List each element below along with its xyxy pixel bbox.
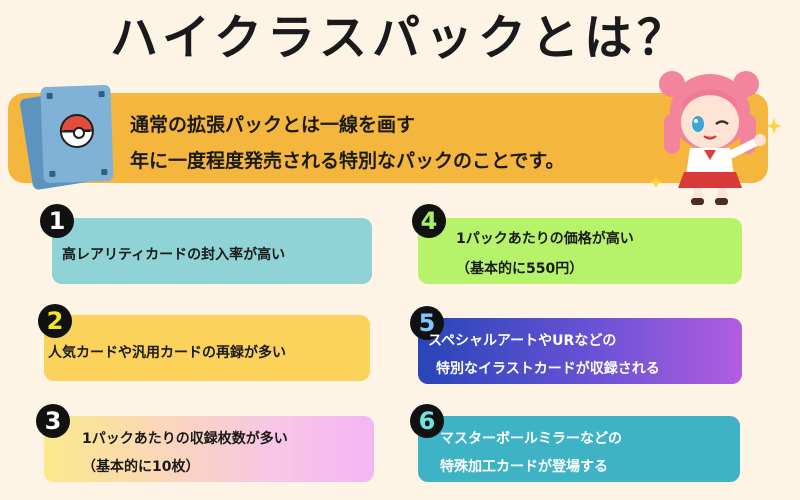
page-title: ハイクラスパックとは？ [109, 10, 691, 66]
card-front-icon [40, 84, 114, 184]
sparkle-icon [766, 118, 782, 134]
feature-box-1 [52, 218, 372, 284]
feature-box-4 [418, 218, 742, 284]
sparkle-icon [650, 176, 662, 188]
feature-number-2: 2 [38, 304, 72, 338]
mascot-hand [754, 134, 766, 146]
feature-text-5b: 特別なイラストカードが収録される [436, 361, 660, 377]
mascot-shirt [686, 148, 734, 176]
mascot-eye-shine [694, 119, 698, 123]
mascot-wink-eye [715, 120, 729, 126]
mascot-bangs [682, 89, 738, 108]
feature-box-6 [418, 416, 740, 482]
feature-number-6: 6 [410, 404, 444, 438]
feature-box-3 [44, 416, 374, 482]
mascot-leg [694, 188, 702, 200]
feature-text-1a: 高レアリティカードの封入率が高い [62, 247, 286, 263]
card-corner-dot [46, 92, 53, 100]
card-pack-icon [19, 80, 116, 191]
feature-text-5a: スペシャルアートやURなどの [428, 333, 617, 349]
feature-box-2 [44, 315, 370, 381]
feature-box-5 [418, 318, 742, 384]
mascot-hair-side [664, 114, 680, 154]
card-corner-dot [49, 170, 56, 177]
mascot-mouth [703, 135, 717, 140]
mascot-ribbon [704, 150, 716, 160]
mascot-shoe [715, 198, 728, 205]
feature-text-6a: マスターボールミラーなどの [440, 431, 622, 447]
mascot-leg [718, 188, 726, 200]
mascot-hair-bun-left [659, 71, 685, 97]
ball-button [72, 126, 86, 140]
card-corner-dot [98, 91, 105, 98]
intro-banner [8, 93, 768, 183]
banner-line-2: 年に一度程度発売される特別なパックのことです。 [130, 150, 565, 172]
mascot-arm [728, 138, 760, 158]
mascot-skirt [678, 172, 742, 188]
mascot-shoe [691, 198, 704, 205]
feature-number-5: 5 [410, 306, 444, 340]
feature-text-4b: （基本的に550円） [456, 261, 584, 277]
feature-text-3b: （基本的に10枚） [82, 459, 200, 475]
mascot-face [681, 95, 739, 149]
mascot-eye-left [692, 116, 704, 132]
feature-number-3: 3 [36, 404, 70, 438]
feature-text-2a: 人気カードや汎用カードの再録が多い [48, 345, 286, 361]
feature-number-1: 1 [40, 204, 74, 238]
feature-text-3a: 1パックあたりの収録枚数が多い [82, 431, 288, 447]
mascot-hair-bun-right [733, 71, 759, 97]
feature-number-4: 4 [412, 204, 446, 238]
mascot-girl-illustration [650, 71, 782, 205]
feature-text-4a: 1パックあたりの価格が高い [456, 231, 634, 247]
banner-line-1: 通常の拡張パックとは一線を画す [130, 114, 416, 136]
card-corner-dot [101, 168, 108, 176]
feature-text-6b: 特殊加工カードが登場する [440, 459, 608, 475]
monster-ball-icon [59, 113, 95, 149]
